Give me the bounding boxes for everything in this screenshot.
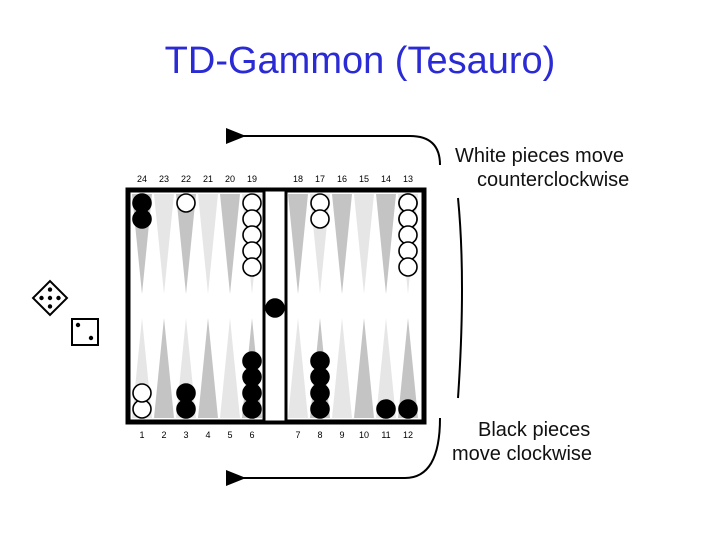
black-checker — [176, 383, 196, 403]
white-caption-line2: counterclockwise — [477, 169, 630, 191]
point-label: 18 — [293, 174, 303, 184]
black-caption-line2: move clockwise — [452, 443, 593, 465]
point-label: 9 — [339, 430, 344, 440]
point-label: 24 — [137, 174, 147, 184]
point-label: 16 — [337, 174, 347, 184]
bottom-point-triangle — [220, 318, 240, 418]
bottom-point-triangle — [398, 318, 418, 418]
black-checker — [376, 399, 396, 419]
top-point-triangle — [154, 194, 174, 294]
white-direction-caption: White pieces move counterclockwise — [455, 144, 629, 192]
point-label: 12 — [403, 430, 413, 440]
right-arc — [457, 197, 463, 399]
die-five — [31, 279, 69, 317]
point-label: 22 — [181, 174, 191, 184]
point-label: 23 — [159, 174, 169, 184]
point-label: 11 — [381, 430, 390, 440]
white-caption-line1: White pieces move — [455, 145, 624, 167]
bottom-point-triangle — [288, 318, 308, 418]
bottom-point-triangle — [332, 318, 352, 418]
white-direction-arrow — [226, 128, 441, 166]
white-checker — [242, 257, 262, 277]
white-checker — [132, 383, 152, 403]
bottom-point-triangle — [354, 318, 374, 418]
top-point-triangle — [198, 194, 218, 294]
black-checker — [265, 298, 285, 318]
checkers — [132, 193, 418, 419]
point-label: 21 — [203, 174, 213, 184]
point-label: 15 — [359, 174, 369, 184]
black-direction-caption: Black pieces move clockwise — [452, 418, 592, 466]
bottom-point-triangle — [198, 318, 218, 418]
point-label: 20 — [225, 174, 235, 184]
black-checker — [242, 351, 262, 371]
white-checker — [310, 209, 330, 229]
point-label: 19 — [247, 174, 257, 184]
top-point-triangle — [354, 194, 374, 294]
point-label: 5 — [227, 430, 232, 440]
point-label: 7 — [295, 430, 300, 440]
white-checker — [398, 257, 418, 277]
top-point-triangle — [220, 194, 240, 294]
point-label: 10 — [359, 430, 369, 440]
black-checker — [398, 399, 418, 419]
point-label: 3 — [183, 430, 188, 440]
point-label: 6 — [249, 430, 254, 440]
point-label: 13 — [403, 174, 413, 184]
point-label: 4 — [205, 430, 210, 440]
top-point-triangle — [332, 194, 352, 294]
slide-title: TD-Gammon (Tesauro) — [164, 40, 556, 82]
black-caption-line1: Black pieces — [478, 419, 591, 441]
bottom-point-triangle — [376, 318, 396, 418]
point-label: 1 — [139, 430, 144, 440]
point-label: 2 — [161, 430, 166, 440]
black-checker — [310, 351, 330, 371]
top-point-triangle — [376, 194, 396, 294]
point-label: 14 — [381, 174, 391, 184]
top-point-triangle — [288, 194, 308, 294]
black-direction-arrow — [226, 417, 441, 486]
point-label: 8 — [317, 430, 322, 440]
top-point-triangle — [176, 194, 196, 294]
bottom-point-triangle — [154, 318, 174, 418]
black-checker — [132, 209, 152, 229]
die-two — [71, 318, 99, 346]
white-checker — [176, 193, 196, 213]
point-label: 17 — [315, 174, 325, 184]
